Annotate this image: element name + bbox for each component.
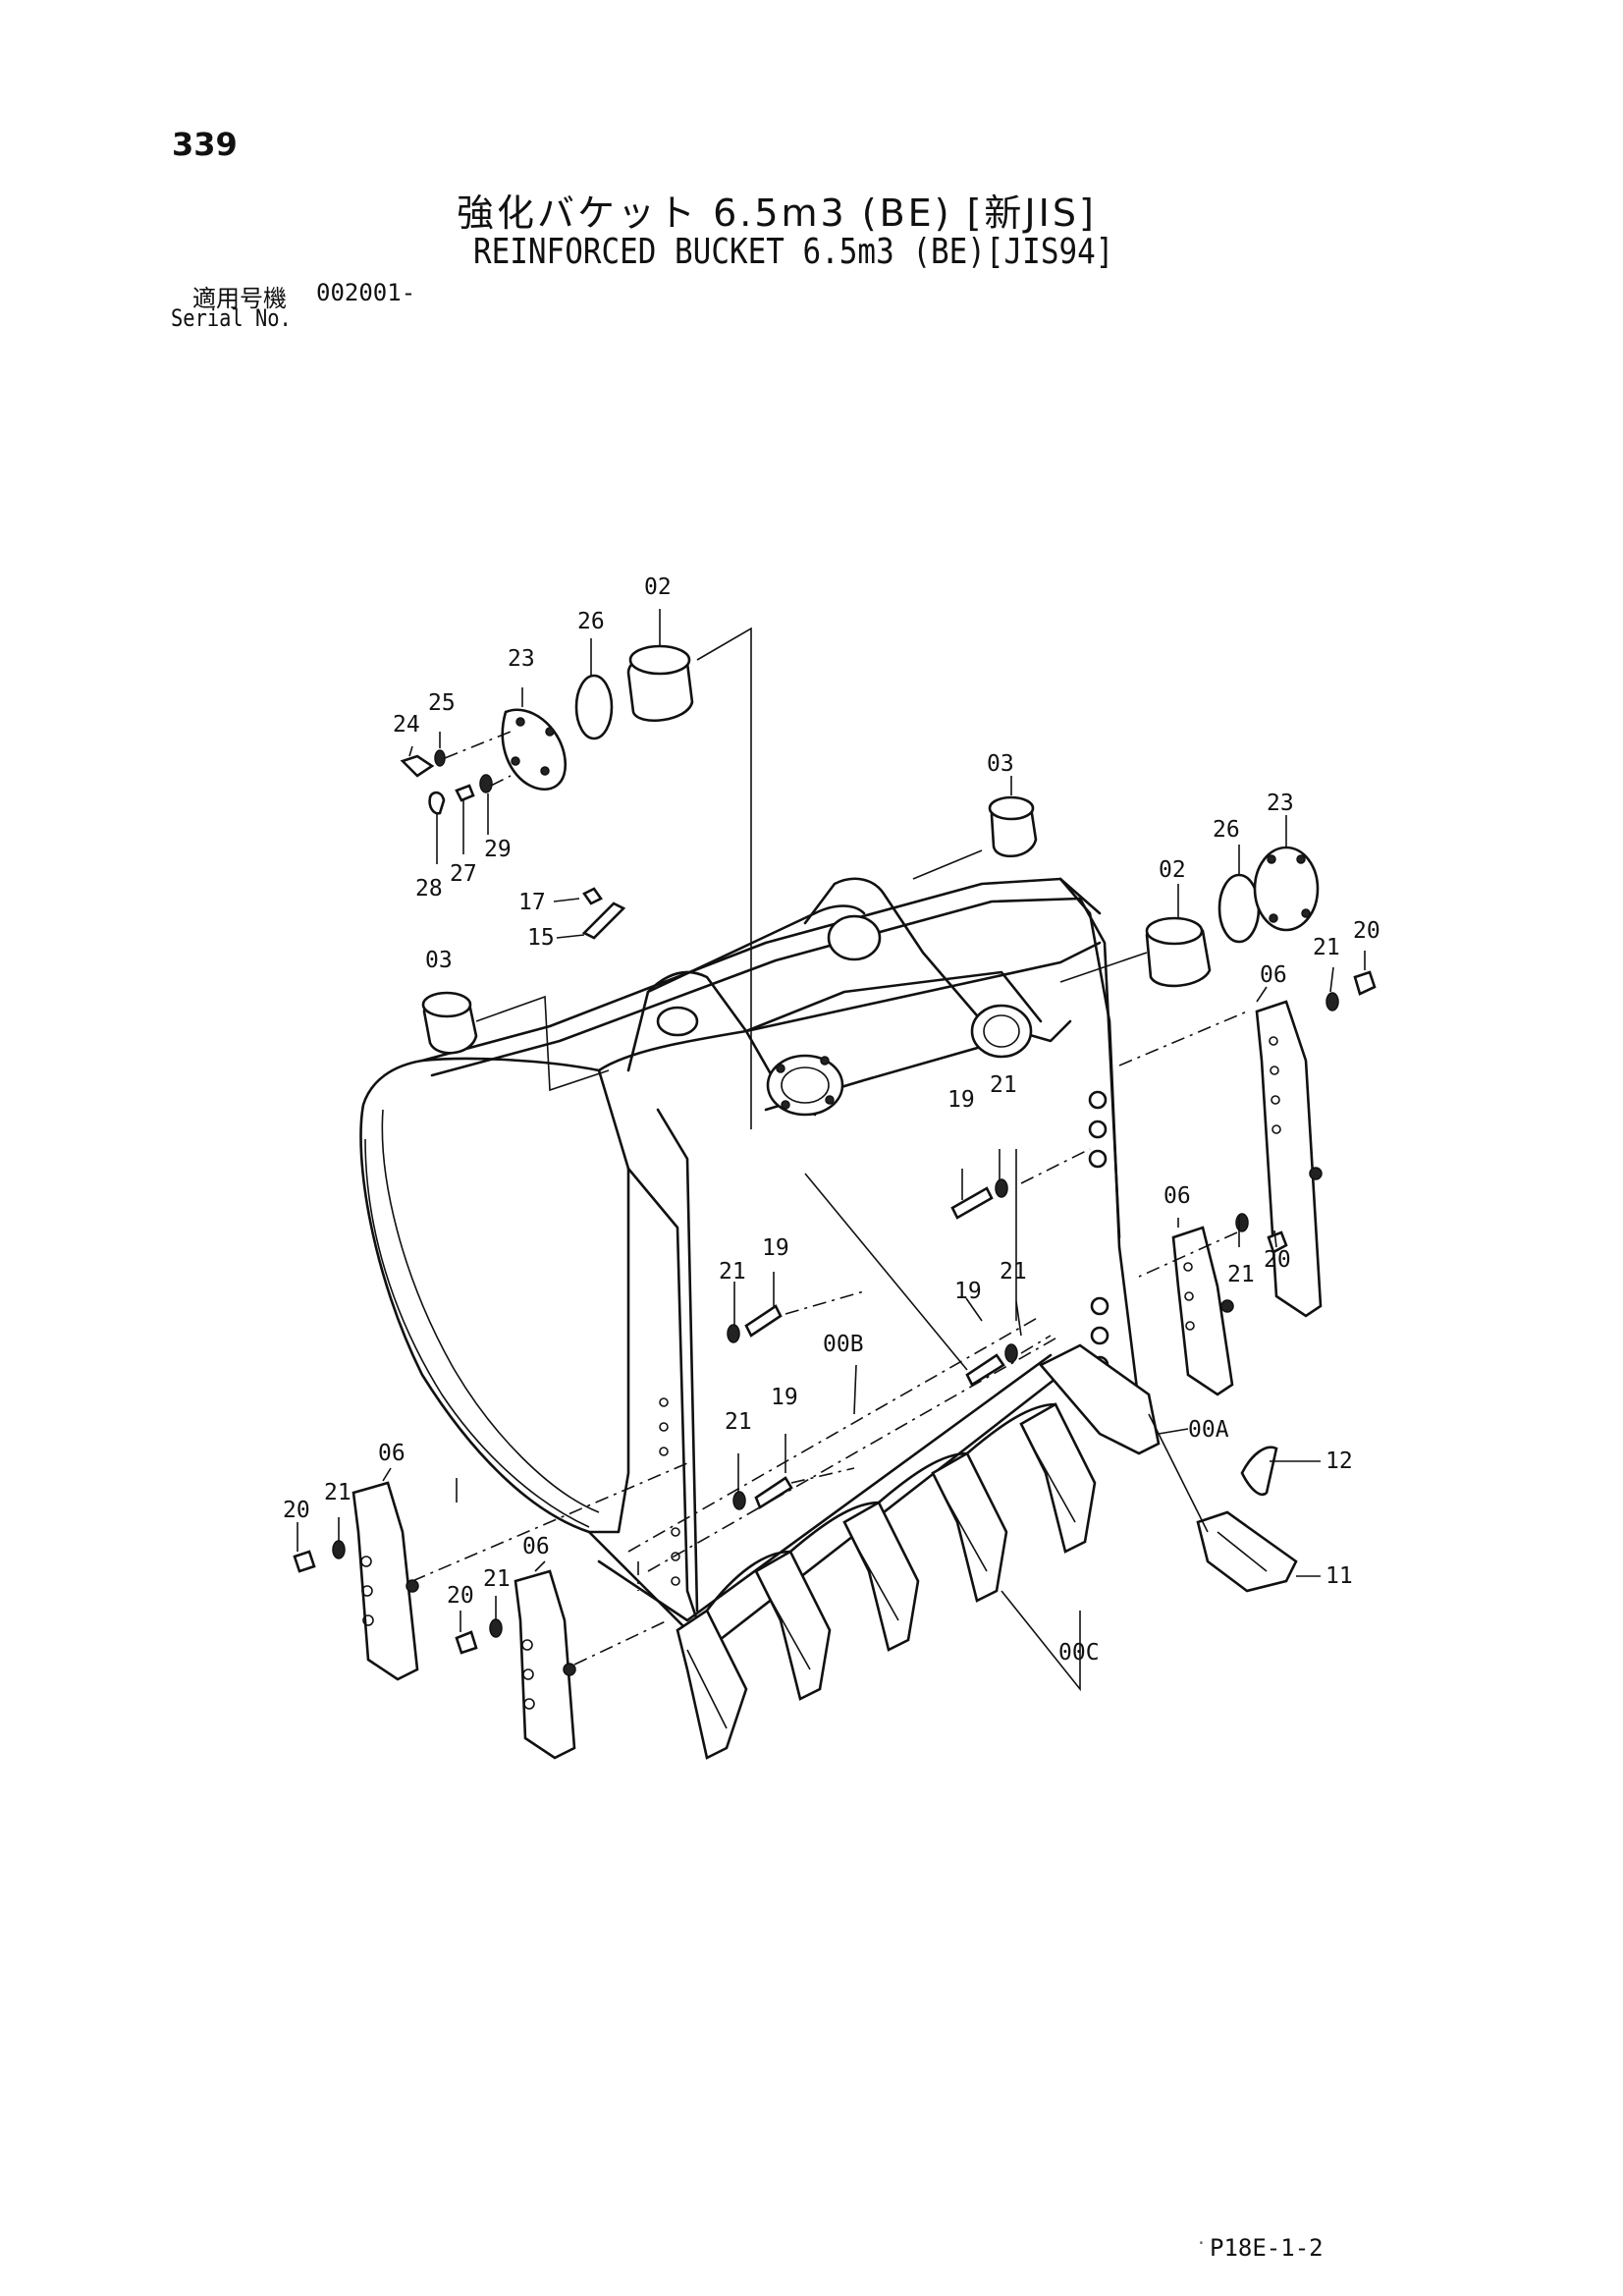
callout-28: 28 xyxy=(415,876,443,902)
callout-21: 21 xyxy=(1227,1262,1255,1287)
nut-20-upper-right xyxy=(1353,970,1377,996)
bolt-19-c xyxy=(965,1353,1005,1387)
grease-fitting-27 xyxy=(455,784,475,802)
callout-17: 17 xyxy=(518,890,546,915)
boss-ring-front-right xyxy=(970,1004,1033,1059)
callout-29: 29 xyxy=(484,837,512,862)
footer-mark: · xyxy=(1196,2233,1207,2254)
callout-27: 27 xyxy=(450,861,477,887)
callout-21: 21 xyxy=(990,1072,1017,1098)
nut-20-mid-right xyxy=(1267,1230,1288,1254)
callout-06: 06 xyxy=(522,1534,550,1559)
serial-label-english: Serial No. xyxy=(171,304,292,332)
washer-25 xyxy=(434,749,446,767)
shim-26-upper xyxy=(574,674,614,740)
callout-26: 26 xyxy=(577,609,605,634)
callout-19: 19 xyxy=(954,1279,982,1304)
boss-ring-left-top xyxy=(656,1006,699,1037)
fasteners xyxy=(293,970,1377,1655)
tooth-4 xyxy=(931,1451,1008,1603)
bolt-19-d xyxy=(754,1476,793,1509)
callout-23: 23 xyxy=(508,646,535,672)
callout-21: 21 xyxy=(483,1566,511,1592)
cutting-edge-00b-outline xyxy=(627,1315,1042,1553)
page-title-english: REINFORCED BUCKET 6.5m3 (BE)[JIS94] xyxy=(473,232,1114,272)
side-cutters xyxy=(352,1000,1323,1760)
boss-ring-front-left xyxy=(766,1054,844,1117)
ring-29 xyxy=(479,774,493,793)
washer-21-mid-right xyxy=(1235,1213,1249,1232)
bucket-brackets xyxy=(626,877,1072,1117)
nut-20-left xyxy=(293,1550,316,1573)
bolt-17 xyxy=(582,887,603,905)
callout-02: 02 xyxy=(644,574,672,600)
tooth-point-11 xyxy=(1196,1510,1298,1593)
page-code: P18E-1-2 xyxy=(1210,2234,1324,2262)
callout-26: 26 xyxy=(1213,817,1240,843)
serial-number-value: 002001- xyxy=(316,279,416,306)
nut-20-front-left xyxy=(455,1630,478,1655)
callout-21: 21 xyxy=(1000,1259,1027,1285)
callout-23: 23 xyxy=(1267,791,1294,816)
adapter-00a xyxy=(1038,1343,1161,1455)
callout-21: 21 xyxy=(1313,935,1340,960)
plate-23-upper xyxy=(501,708,568,792)
washer-21-left xyxy=(332,1540,346,1559)
callout-20: 20 xyxy=(283,1498,310,1523)
bolt-24 xyxy=(400,754,435,778)
plate-15 xyxy=(581,902,626,940)
boss-ring-rear-top xyxy=(827,914,882,961)
callout-00c: 00C xyxy=(1058,1640,1100,1666)
page-title-japanese: 強化バケット 6.5m3 (BE) [新JIS] xyxy=(457,191,1097,235)
callout-21: 21 xyxy=(324,1480,352,1505)
side-cutter-06-front-left xyxy=(514,1569,576,1760)
callout-19: 19 xyxy=(762,1235,789,1261)
washer-21-front-left xyxy=(489,1618,503,1638)
callout-06: 06 xyxy=(378,1441,406,1466)
tooth-3 xyxy=(842,1501,920,1652)
callout-11: 11 xyxy=(1325,1563,1353,1589)
callout-labels: 02 26 23 24 25 28 27 29 17 15 03 03 02 2… xyxy=(283,574,1380,1666)
callout-19: 19 xyxy=(771,1385,798,1410)
callout-21: 21 xyxy=(725,1409,752,1435)
callout-02: 02 xyxy=(1159,857,1186,883)
serial-label-japanese: 適用号機 xyxy=(192,285,287,312)
rear-bracket xyxy=(626,970,817,1117)
callout-03: 03 xyxy=(987,751,1014,777)
callout-06: 06 xyxy=(1163,1183,1191,1209)
plug-28 xyxy=(428,791,446,815)
callout-03: 03 xyxy=(425,948,453,973)
callout-25: 25 xyxy=(428,690,456,716)
callout-06: 06 xyxy=(1260,962,1287,988)
callout-21: 21 xyxy=(719,1259,746,1285)
spare-tooth-assembly xyxy=(1038,1343,1298,1593)
callout-24: 24 xyxy=(393,712,420,738)
washer-21-upper-right xyxy=(1325,992,1339,1011)
page-number: 339 xyxy=(172,126,238,163)
tooth-2 xyxy=(754,1550,832,1701)
callout-20: 20 xyxy=(1353,918,1380,944)
callout-19: 19 xyxy=(947,1087,975,1113)
callout-00b: 00B xyxy=(823,1332,864,1357)
side-cutter-06-lower-right xyxy=(1171,1226,1234,1396)
pins-and-bushings xyxy=(400,644,1320,1055)
pin-12 xyxy=(1240,1446,1278,1497)
callout-00a: 00A xyxy=(1188,1417,1229,1443)
teeth-row xyxy=(676,1402,1097,1760)
tooth-1 xyxy=(676,1609,748,1760)
plate-23-right xyxy=(1253,846,1320,932)
callout-20: 20 xyxy=(447,1583,474,1609)
tooth-5 xyxy=(1019,1402,1097,1554)
bolt-19-a xyxy=(950,1186,994,1220)
leader-lines xyxy=(297,609,1366,1692)
callout-20: 20 xyxy=(1264,1247,1291,1273)
callout-15: 15 xyxy=(527,925,555,951)
shim-26-right xyxy=(1217,873,1261,944)
side-cutter-06-left xyxy=(352,1481,419,1681)
bolt-19-b xyxy=(744,1304,783,1338)
callout-12: 12 xyxy=(1325,1449,1353,1474)
